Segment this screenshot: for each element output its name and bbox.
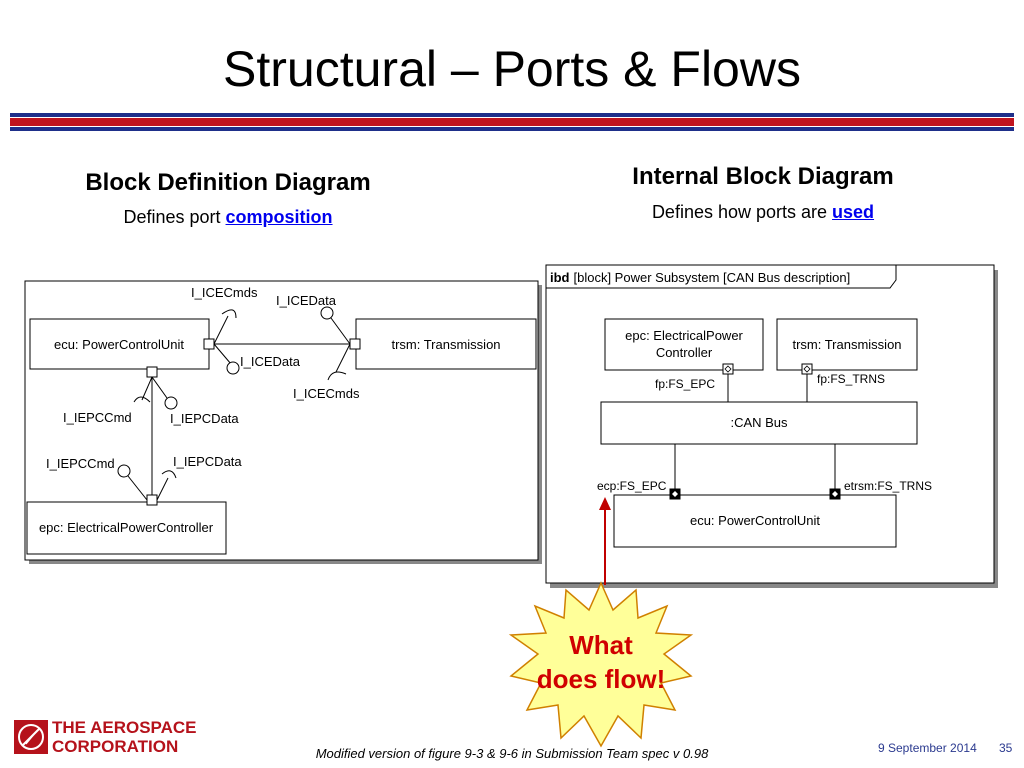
bdd-ifc-line-7: [127, 475, 148, 501]
ibd-port-fp-trns: [801, 363, 813, 375]
ibd-frame-keyword: ibd: [550, 270, 570, 285]
header-stripe-red: [10, 118, 1014, 126]
ibd-block-trsm: [776, 318, 918, 371]
bdd-ifc-line-3: [330, 317, 351, 345]
aerospace-logo-icon: [14, 720, 48, 754]
header-stripe-blue-bottom: [10, 127, 1014, 131]
bdd-socket-4: [327, 371, 347, 381]
header-stripe-blue-top: [10, 113, 1014, 117]
ibd-label-fp-trns: fp:FS_TRNS: [817, 372, 885, 386]
bdd-block-trsm: [355, 318, 537, 370]
bdd-port-trsm-left: [349, 338, 361, 350]
bdd-diagram: ecu: PowerControlUnit trsm: Transmission…: [24, 280, 542, 564]
bdd-block-epc: [26, 501, 227, 555]
bdd-lollipop-7: [117, 464, 131, 478]
bdd-ifc-line-4: [335, 343, 351, 373]
bdd-port-ecu-right: [203, 338, 215, 350]
ibd-block-epc: [604, 318, 764, 371]
bdd-label-iepc-data-1: I_IEPCData: [170, 411, 239, 426]
ibd-port-fp-epc-glyph: [724, 365, 732, 373]
logo-line-1: THE AEROSPACE: [52, 718, 197, 737]
ibd-block-ecu: [613, 494, 897, 548]
bdd-block-epc-label: epc: ElectricalPowerController: [39, 520, 214, 535]
bdd-socket-5: [133, 396, 151, 403]
bdd-label-iepc-cmd-2: I_IEPCCmd: [46, 456, 115, 471]
bdd-lollipop-2: [226, 361, 240, 375]
bdd-lollipop-6: [164, 396, 178, 410]
callout-burst-line-2: does flow!: [536, 664, 666, 694]
ibd-block-canbus: [600, 401, 918, 445]
logo-wordmark: THE AEROSPACE CORPORATION: [52, 718, 197, 756]
bdd-heading: Block Definition Diagram: [85, 169, 371, 196]
ibd-label-fp-epc: fp:FS_EPC: [655, 377, 715, 391]
callout-burst-text: What does flow!: [516, 628, 686, 696]
ibd-block-canbus-label: :CAN Bus: [730, 415, 788, 430]
bdd-port-epc-top: [146, 494, 158, 506]
bdd-subtitle-prefix: Defines port: [123, 207, 226, 227]
bdd-lollipop-3: [320, 306, 334, 320]
ibd-subtitle-prefix: Defines how ports are: [651, 202, 833, 222]
bdd-socket-1: [221, 309, 237, 319]
ibd-block-ecu-label: ecu: PowerControlUnit: [690, 513, 820, 528]
ibd-block-epc-label-2: Controller: [656, 345, 713, 360]
page-number: 35: [999, 741, 1013, 755]
bdd-label-ice-cmds-low: I_ICECmds: [293, 386, 360, 401]
ibd-heading: Internal Block Diagram: [632, 163, 894, 190]
ibd-frame-title: ibd [block] Power Subsystem [CAN Bus desc…: [550, 270, 850, 285]
callout-arrowhead: [599, 497, 611, 510]
ibd-port-fp-trns-glyph: [803, 365, 811, 373]
ibd-subtitle: Defines how ports are used: [563, 202, 963, 223]
bdd-label-ice-data-mid: I_ICEData: [240, 354, 301, 369]
bdd-block-ecu: [29, 318, 210, 370]
bdd-ifc-line-6: [151, 376, 168, 399]
bdd-label-ice-data-top: I_ICEData: [276, 293, 337, 308]
ibd-port-ecp-epc-glyph: [672, 491, 678, 497]
ibd-label-etrsm-trns: etrsm:FS_TRNS: [844, 479, 932, 493]
ibd-port-fp-epc: [722, 363, 734, 375]
bdd-subtitle: Defines port composition: [28, 207, 428, 228]
bdd-label-ice-cmds-top: I_ICECmds: [191, 285, 258, 300]
slide-title: Structural – Ports & Flows: [223, 41, 801, 97]
bdd-ifc-line-1: [213, 315, 229, 345]
bdd-block-trsm-label: trsm: Transmission: [391, 337, 500, 352]
ibd-frame-tab: [546, 265, 897, 289]
ibd-block-epc-label-1: epc: ElectricalPower: [625, 328, 743, 343]
callout-burst-line-1: What: [569, 630, 633, 660]
bdd-port-ecu-bottom: [146, 366, 158, 378]
ibd-port-etrsm-trns-glyph: [832, 491, 838, 497]
bdd-block-ecu-label: ecu: PowerControlUnit: [54, 337, 184, 352]
bdd-label-iepc-cmd-1: I_IEPCCmd: [63, 410, 132, 425]
bdd-ifc-line-8: [156, 477, 169, 501]
ibd-block-trsm-label: trsm: Transmission: [792, 337, 901, 352]
callout-burst: [508, 581, 694, 748]
ibd-diagram: ibd [block] Power Subsystem [CAN Bus desc…: [545, 264, 998, 588]
bdd-ifc-line-5: [141, 376, 153, 401]
logo-line-2: CORPORATION: [52, 737, 179, 756]
ibd-frame-label: [block] Power Subsystem [CAN Bus descrip…: [574, 270, 851, 285]
figure-caption: Modified version of figure 9-3 & 9-6 in …: [315, 746, 709, 761]
bdd-socket-8: [161, 470, 177, 479]
bdd-ifc-line-2: [213, 343, 232, 365]
slide-date: 9 September 2014: [878, 741, 977, 755]
bdd-subtitle-emphasis: composition: [225, 207, 333, 227]
ibd-subtitle-emphasis: used: [832, 202, 875, 222]
ibd-label-ecp-epc: ecp:FS_EPC: [597, 479, 667, 493]
bdd-label-iepc-data-2: I_IEPCData: [173, 454, 242, 469]
